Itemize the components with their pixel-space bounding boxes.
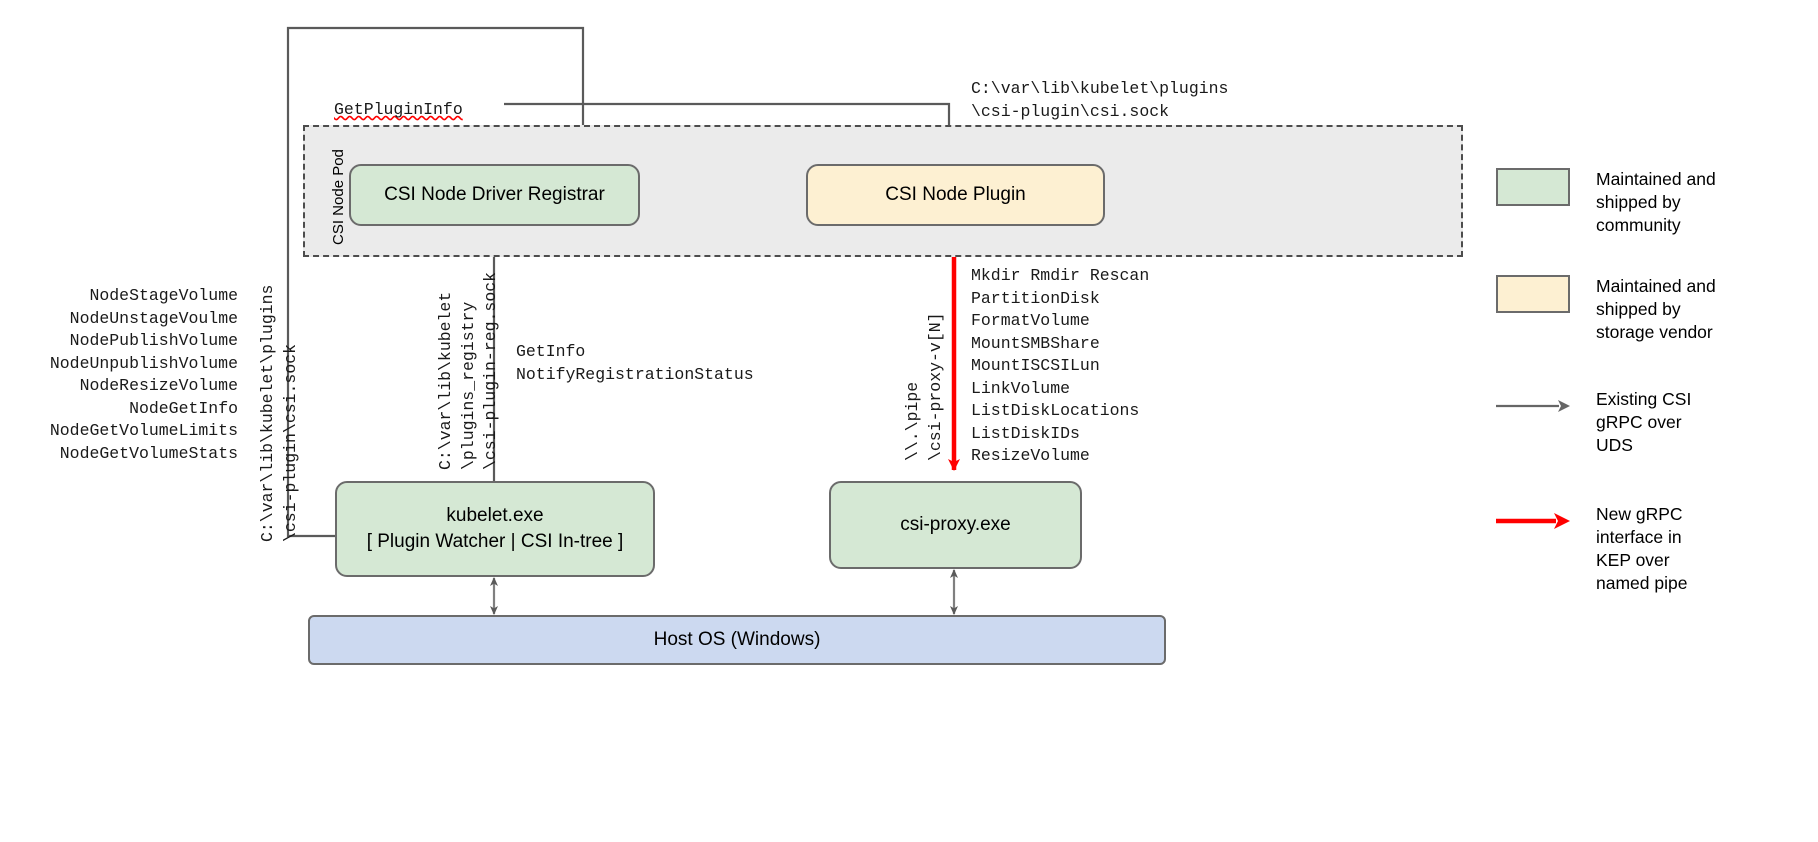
label-registration-rpcs: GetInfo NotifyRegistrationStatus — [516, 342, 754, 384]
box-host-os-label: Host OS (Windows) — [653, 629, 821, 651]
label-named-pipe-rotated: \\.\pipe \csi-proxy-v[N] — [903, 312, 945, 461]
label-registry-sock-path-rotated: C:\var\lib\kubelet \plugins_registry \cs… — [436, 271, 500, 470]
box-host-os[interactable]: Host OS (Windows) — [308, 615, 1166, 665]
legend-item-storage-vendor: Maintained and shipped by storage vendor — [1496, 275, 1806, 344]
box-kubelet-exe[interactable]: kubelet.exe [ Plugin Watcher | CSI In-tr… — [335, 481, 655, 577]
box-csi-proxy-exe-label: csi-proxy.exe — [900, 514, 1011, 536]
box-csi-node-driver-registrar[interactable]: CSI Node Driver Registrar — [349, 164, 640, 226]
legend-item-existing-grpc-uds: Existing CSI gRPC over UDS — [1496, 388, 1806, 457]
legend-swatch-yellow — [1496, 275, 1570, 313]
label-csi-sock-path-rotated: C:\var\lib\kubelet\plugins \csi-plugin\c… — [258, 284, 300, 542]
box-kubelet-exe-label: kubelet.exe — [446, 505, 544, 527]
legend-item-new-grpc-named-pipe: New gRPC interface in KEP over named pip… — [1496, 503, 1806, 595]
label-node-service-rpcs: NodeStageVolume NodeUnstageVoulme NodePu… — [49, 286, 238, 463]
label-plugin-socket-path: C:\var\lib\kubelet\plugins \csi-plugin\c… — [971, 79, 1229, 121]
box-csi-proxy-exe[interactable]: csi-proxy.exe — [829, 481, 1082, 569]
csi-node-pod-label: CSI Node Pod — [330, 149, 347, 245]
legend-arrow-red-icon — [1496, 513, 1570, 529]
legend-label-existing-grpc-uds: Existing CSI gRPC over UDS — [1596, 389, 1692, 455]
legend-label-storage-vendor: Maintained and shipped by storage vendor — [1596, 276, 1716, 342]
label-get-plugin-info: GetPluginInfo — [334, 100, 463, 119]
legend-item-community: Maintained and shipped by community — [1496, 168, 1806, 237]
legend-label-new-grpc-named-pipe: New gRPC interface in KEP over named pip… — [1596, 504, 1688, 593]
box-csi-node-plugin[interactable]: CSI Node Plugin — [806, 164, 1105, 226]
legend-label-community: Maintained and shipped by community — [1596, 169, 1716, 235]
legend-arrow-gray-icon — [1496, 400, 1570, 412]
legend-swatch-green — [1496, 168, 1570, 206]
label-csi-proxy-apis: Mkdir Rmdir Rescan PartitionDisk FormatV… — [971, 266, 1150, 465]
box-csi-node-plugin-label: CSI Node Plugin — [885, 184, 1026, 206]
legend: Maintained and shipped by community Main… — [1496, 168, 1806, 633]
box-csi-node-driver-registrar-label: CSI Node Driver Registrar — [384, 184, 605, 206]
box-kubelet-exe-sublabel: [ Plugin Watcher | CSI In-tree ] — [366, 531, 624, 552]
